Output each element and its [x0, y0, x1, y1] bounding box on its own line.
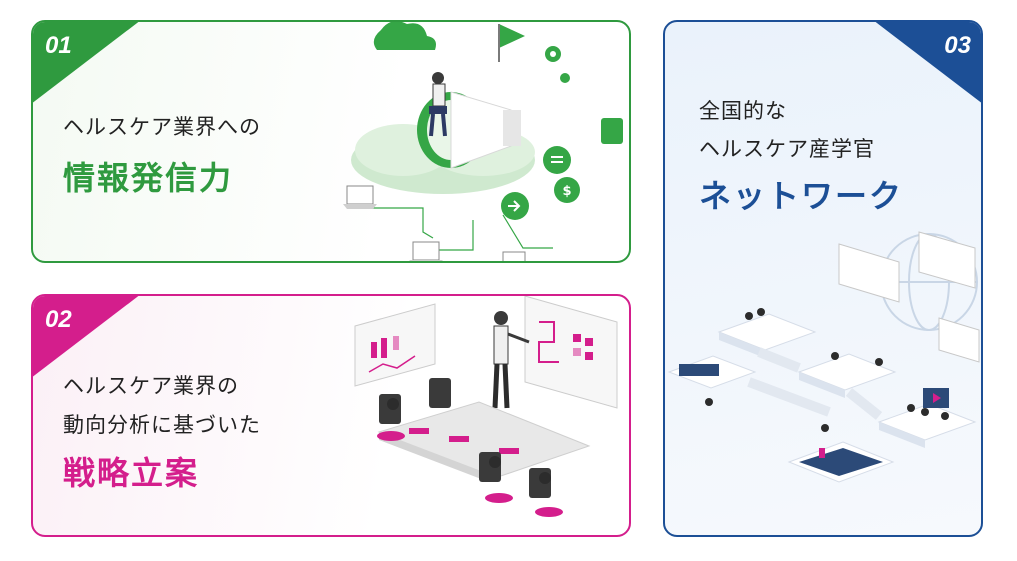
card-number: 03	[944, 32, 971, 59]
card-information-dissemination: 01 ヘルスケア業界への 情報発信力 $	[31, 20, 631, 263]
card-number-corner	[33, 296, 141, 378]
card-text-line: ヘルスケア業界への	[63, 115, 261, 139]
card-highlight: ネットワーク	[699, 177, 904, 215]
card-highlight: 情報発信力	[63, 159, 234, 197]
card-number-corner	[873, 22, 981, 104]
card-highlight: 戦略立案	[63, 454, 200, 492]
meeting-illustration	[354, 296, 618, 517]
card-number-corner	[33, 22, 141, 104]
card-number: 02	[45, 306, 72, 333]
card-strategy-planning: 02 ヘルスケア業界の 動向分析に基づいた 戦略立案	[31, 294, 631, 537]
card-text-line: ヘルスケア業界の	[63, 374, 239, 398]
card-number: 01	[45, 32, 72, 59]
card-network: 03 全国的な ヘルスケア産学官 ネットワーク	[663, 20, 983, 537]
svg-text:$: $	[562, 184, 571, 199]
megaphone-illustration: $	[343, 22, 623, 261]
card-text-line: 動向分析に基づいた	[63, 413, 261, 437]
network-illustration	[667, 231, 980, 483]
card-text-line: 全国的な	[699, 99, 787, 123]
card-text-line: ヘルスケア産学官	[699, 137, 875, 161]
